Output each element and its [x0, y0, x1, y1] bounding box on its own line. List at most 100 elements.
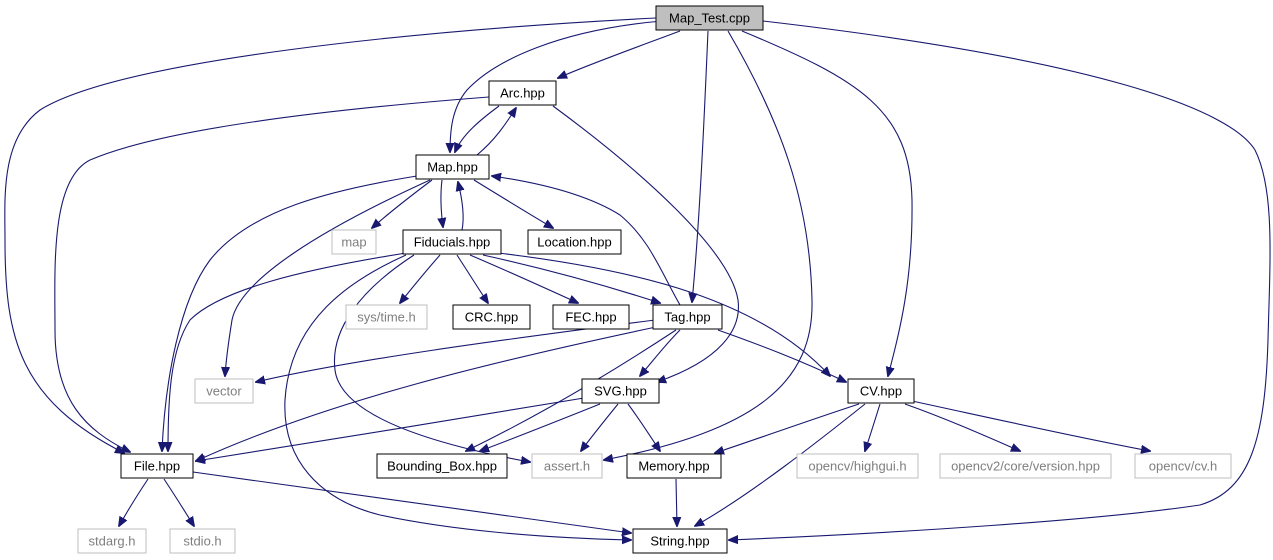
- edge-cv-to-memory: [715, 403, 860, 453]
- edge-fiducials-to-fec: [469, 254, 578, 303]
- node-svg[interactable]: SVG.hpp: [581, 378, 660, 404]
- edge-map_test-to-tag: [692, 30, 709, 302]
- node-label: stdarg.h: [89, 534, 136, 549]
- edge-fiducials-to-cv: [497, 252, 830, 376]
- node-box: [402, 229, 502, 255]
- node-map-test[interactable]: Map_Test.cpp: [655, 5, 764, 31]
- node-stdarg[interactable]: stdarg.h: [77, 528, 147, 554]
- node-box: [415, 154, 490, 180]
- edge-map_hpp-to-vector: [225, 179, 431, 376]
- node-box: [939, 453, 1112, 479]
- node-string[interactable]: String.hpp: [632, 528, 728, 554]
- node-label: assert.h: [544, 459, 590, 474]
- node-label: Memory.hpp: [638, 459, 709, 474]
- node-tag[interactable]: Tag.hpp: [652, 304, 723, 330]
- node-label: Map_Test.cpp: [669, 11, 750, 26]
- node-arc[interactable]: Arc.hpp: [488, 80, 557, 106]
- node-box: [531, 453, 603, 479]
- node-fiducials[interactable]: Fiducials.hpp: [402, 229, 502, 255]
- node-box: [169, 528, 236, 554]
- edge-arc-to-svg: [552, 105, 739, 382]
- edge-map_test-to-assert: [604, 30, 813, 460]
- node-box: [652, 304, 723, 330]
- edge-file-to-string: [192, 471, 631, 533]
- node-label: opencv2/core/version.hpp: [951, 459, 1100, 474]
- node-box: [120, 453, 194, 479]
- node-label: FEC.hpp: [565, 310, 616, 325]
- edge-fiducials-to-string: [284, 254, 631, 540]
- edge-fiducials-to-map_hpp: [458, 182, 463, 231]
- edge-map_hpp-to-file: [162, 175, 418, 451]
- node-label: sys/time.h: [357, 310, 416, 325]
- node-box: [77, 528, 147, 554]
- node-box: [452, 304, 531, 330]
- edge-tag-to-cv: [717, 329, 846, 382]
- node-box: [847, 378, 915, 404]
- node-box: [345, 304, 428, 330]
- node-memory[interactable]: Memory.hpp: [626, 453, 722, 479]
- edge-map_hpp-to-location: [473, 179, 553, 228]
- node-cvh[interactable]: opencv/cv.h: [1134, 453, 1232, 479]
- node-label: String.hpp: [650, 534, 709, 549]
- edge-svg-to-bbox: [480, 403, 601, 451]
- node-label: Location.hpp: [537, 235, 611, 250]
- edge-tag-to-bbox: [466, 329, 677, 451]
- node-fec[interactable]: FEC.hpp: [552, 304, 630, 330]
- node-box: [552, 304, 630, 330]
- node-label: SVG.hpp: [594, 384, 647, 399]
- edge-fiducials-to-systime: [400, 254, 441, 303]
- node-label: File.hpp: [134, 459, 180, 474]
- edge-fiducials-to-file: [168, 252, 407, 451]
- node-file[interactable]: File.hpp: [120, 453, 194, 479]
- node-label: Bounding_Box.hpp: [387, 459, 497, 474]
- node-box: [331, 229, 377, 255]
- edge-file-to-stdarg: [119, 478, 149, 526]
- edge-map_hpp-to-fiducials: [441, 179, 443, 227]
- node-vector[interactable]: vector: [194, 378, 254, 404]
- node-box: [626, 453, 722, 479]
- edge-fiducials-to-tag: [482, 254, 660, 303]
- edge-svg-to-assert: [581, 403, 619, 451]
- node-box: [527, 229, 622, 255]
- node-label: stdio.h: [183, 534, 221, 549]
- node-box: [581, 378, 660, 404]
- edge-cv-to-highgui: [865, 403, 881, 451]
- node-label: opencv/cv.h: [1149, 459, 1217, 474]
- edge-map_test-to-cv: [741, 30, 913, 376]
- node-label: CV.hpp: [860, 384, 902, 399]
- edge-cv-to-version: [904, 403, 1020, 451]
- node-box: [796, 453, 919, 479]
- node-map[interactable]: map: [331, 229, 377, 255]
- edge-arc-to-file: [54, 96, 490, 452]
- node-assert[interactable]: assert.h: [531, 453, 603, 479]
- edges-layer: [4, 17, 1271, 540]
- edge-map_test-to-map_hpp: [450, 20, 663, 152]
- edge-tag-to-map_hpp: [492, 176, 681, 306]
- edge-memory-to-string: [676, 478, 677, 526]
- node-label: vector: [206, 384, 242, 399]
- edge-map_test-to-string: [729, 20, 1271, 540]
- node-crc[interactable]: CRC.hpp: [452, 304, 531, 330]
- edge-cv-to-string: [695, 403, 866, 526]
- edge-fiducials-to-crc: [456, 254, 488, 303]
- edge-tag-to-file: [196, 326, 657, 461]
- node-label: map: [341, 235, 366, 250]
- node-highgui[interactable]: opencv/highgui.h: [796, 453, 919, 479]
- node-version[interactable]: opencv2/core/version.hpp: [939, 453, 1112, 479]
- node-label: opencv/highgui.h: [808, 459, 906, 474]
- edge-arc-to-map_hpp: [455, 105, 500, 152]
- node-location[interactable]: Location.hpp: [527, 229, 622, 255]
- node-bbox[interactable]: Bounding_Box.hpp: [376, 453, 508, 479]
- node-systime[interactable]: sys/time.h: [345, 304, 428, 330]
- node-box: [1134, 453, 1232, 479]
- node-cv[interactable]: CV.hpp: [847, 378, 915, 404]
- node-box: [655, 5, 764, 31]
- node-stdio[interactable]: stdio.h: [169, 528, 236, 554]
- edge-fiducials-to-assert: [333, 254, 530, 462]
- node-label: Map.hpp: [427, 160, 478, 175]
- edge-map_test-to-arc: [558, 30, 681, 78]
- node-map-hpp[interactable]: Map.hpp: [415, 154, 490, 180]
- node-label: Fiducials.hpp: [414, 235, 491, 250]
